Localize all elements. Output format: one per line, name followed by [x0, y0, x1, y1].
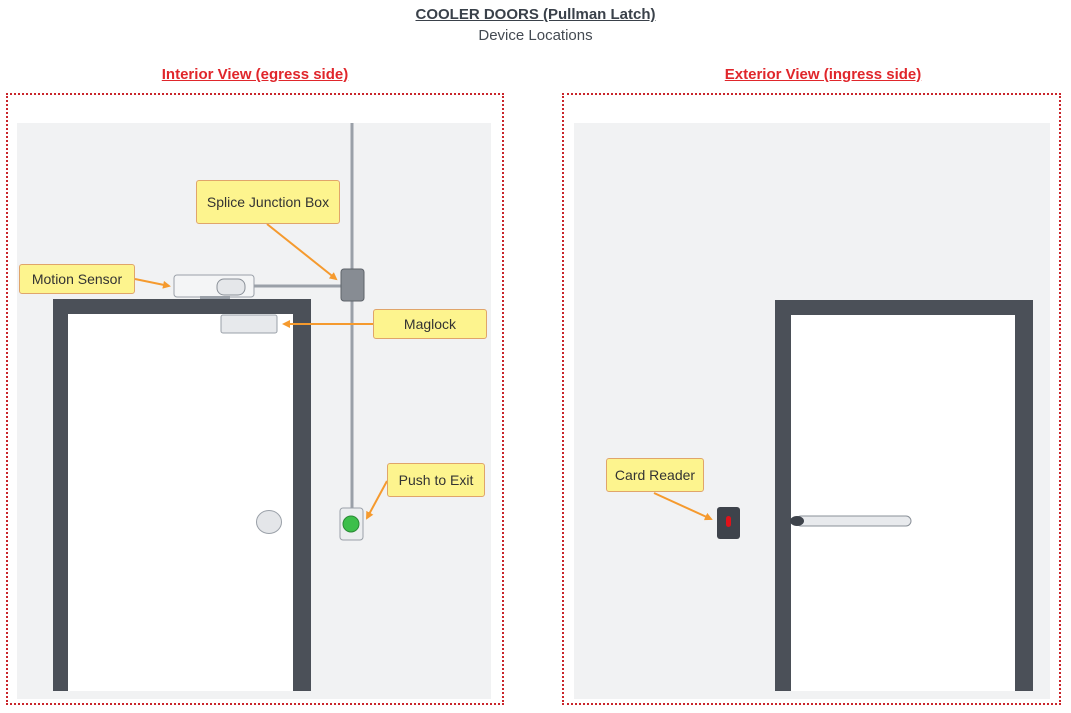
interior-view-title: Interior View (egress side) — [161, 66, 349, 83]
callout-splice-junction-box: Splice Junction Box — [196, 180, 340, 224]
interior-door-leaf — [68, 314, 293, 691]
push-button-green — [342, 515, 360, 533]
exit-bar — [795, 515, 912, 527]
exit-bar-end — [790, 516, 804, 526]
diagram-subtitle: Device Locations — [478, 27, 593, 44]
exterior-view-title: Exterior View (ingress side) — [724, 66, 922, 83]
reader-arrow — [653, 492, 713, 521]
card-reader-led — [726, 516, 731, 527]
splice-arrow — [266, 223, 338, 281]
push-arrow — [366, 480, 388, 520]
exterior-door-leaf — [791, 315, 1015, 691]
callout-maglock: Maglock — [373, 309, 487, 339]
motion-arrow — [134, 278, 171, 289]
maglock — [220, 314, 278, 334]
interior-panel — [6, 93, 504, 705]
motion-sensor-bracket — [200, 296, 230, 299]
exterior-panel — [562, 93, 1061, 705]
callout-motion-sensor: Motion Sensor — [19, 264, 135, 294]
door-knob — [256, 510, 282, 534]
junction-box — [340, 268, 365, 302]
motion-sensor-lens — [216, 278, 246, 296]
diagram-title: COOLER DOORS (Pullman Latch) — [415, 6, 656, 23]
callout-push-to-exit: Push to Exit — [387, 463, 485, 497]
callout-card-reader: Card Reader — [606, 458, 704, 492]
